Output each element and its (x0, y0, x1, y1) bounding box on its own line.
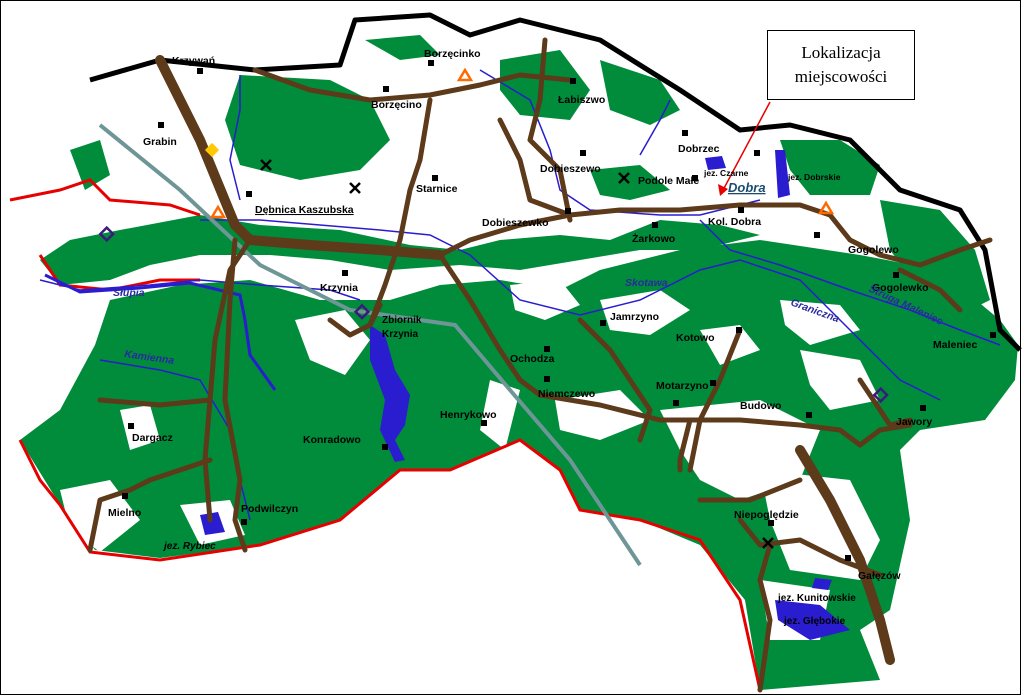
label-dargacz: Dargacz (132, 432, 173, 444)
label-gogolewko: Gogolewko (872, 282, 929, 294)
callout-line-2: miejscowości (794, 67, 888, 86)
label-jamrzyno: Jamrzyno (610, 311, 659, 323)
label-borzecino: Borzęcino (371, 99, 422, 111)
label-mielno: Mielno (108, 507, 141, 519)
label-konradowo: Konradowo (303, 434, 361, 446)
label-budowo: Budowo (740, 400, 781, 412)
label-zbiornik-krzynia: Krzynia (382, 329, 419, 340)
label-maleniec: Maleniec (933, 339, 978, 351)
label-motarzyno: Motarzyno (656, 380, 709, 392)
label-ochodza: Ochodza (510, 353, 554, 365)
location-callout: Lokalizacja miejscowości (767, 30, 915, 100)
roads (87, 37, 993, 693)
rivers (39, 69, 1001, 521)
label-dobra: Dobra (728, 180, 766, 195)
cross-markers (260, 159, 774, 549)
label-jawory: Jawory (896, 416, 932, 428)
label-niepoglebie: Niepoględzie (734, 509, 799, 521)
label-galezow: Gałęzów (858, 570, 901, 582)
label-zarkowo: Żarkowo (632, 232, 675, 245)
label-jez-kunitowskie: jez. Kunitowskie (777, 593, 856, 604)
label-borzecinko: Borzęcinko (424, 48, 481, 60)
label-slupia: Słupia (113, 287, 145, 299)
label-podole: Podole Małe (638, 175, 699, 187)
markers (98, 67, 889, 549)
callout-line-1: Lokalizacja (801, 43, 881, 62)
label-dobieszewko: Dobieszewko (482, 217, 549, 229)
tourist-diamond-marker (204, 142, 220, 158)
label-krzynia: Krzynia (320, 282, 358, 294)
label-gogolewo: Gogolewo (848, 244, 899, 256)
railway-line (98, 123, 642, 567)
label-niemczewo: Niemczewo (538, 388, 595, 400)
label-grabin: Grabin (143, 136, 177, 148)
lake-labels: jez. Czarne jez. Dobrskie Zbiornik Krzyn… (162, 168, 856, 627)
label-henrykowo: Henrykowo (440, 409, 497, 421)
label-jez-rybiec: jez. Rybiec (162, 541, 216, 552)
label-koldobra: Kol. Dobra (708, 216, 761, 228)
label-dobieszewo: Dobieszewo (540, 163, 601, 175)
roads-major (155, 55, 895, 665)
callout-arrow (721, 101, 771, 193)
label-starnice: Starnice (416, 183, 458, 195)
village-labels: Krzywań Grabin Borzęcinko Borzęcino Łabi… (108, 48, 978, 582)
label-krzywan: Krzywań (172, 55, 215, 67)
label-zbiornik: Zbiornik (382, 315, 422, 326)
triangle-markers (209, 67, 835, 219)
commune-outline (89, 12, 1022, 352)
label-jez-glebokie: jez. Głębokie (783, 616, 846, 627)
lakes (200, 150, 850, 640)
rivers-thick (44, 273, 277, 391)
label-jez-dobrskie: jez. Dobrskie (787, 172, 841, 182)
label-labiszwo: Łabiszwo (558, 94, 605, 106)
label-dobrzec: Dobrzec (678, 143, 720, 155)
village-dots (122, 60, 996, 561)
label-debnica: Dębnica Kaszubska (255, 204, 354, 216)
callout-arrowhead (718, 184, 728, 196)
label-jez-czarne: jez. Czarne (703, 168, 749, 178)
purple-diamond-markers (98, 225, 889, 404)
label-podwilczyn: Podwilczyn (241, 503, 298, 515)
label-skotawa: Skotawa (625, 277, 668, 289)
label-kotowo: Kotowo (676, 332, 715, 344)
